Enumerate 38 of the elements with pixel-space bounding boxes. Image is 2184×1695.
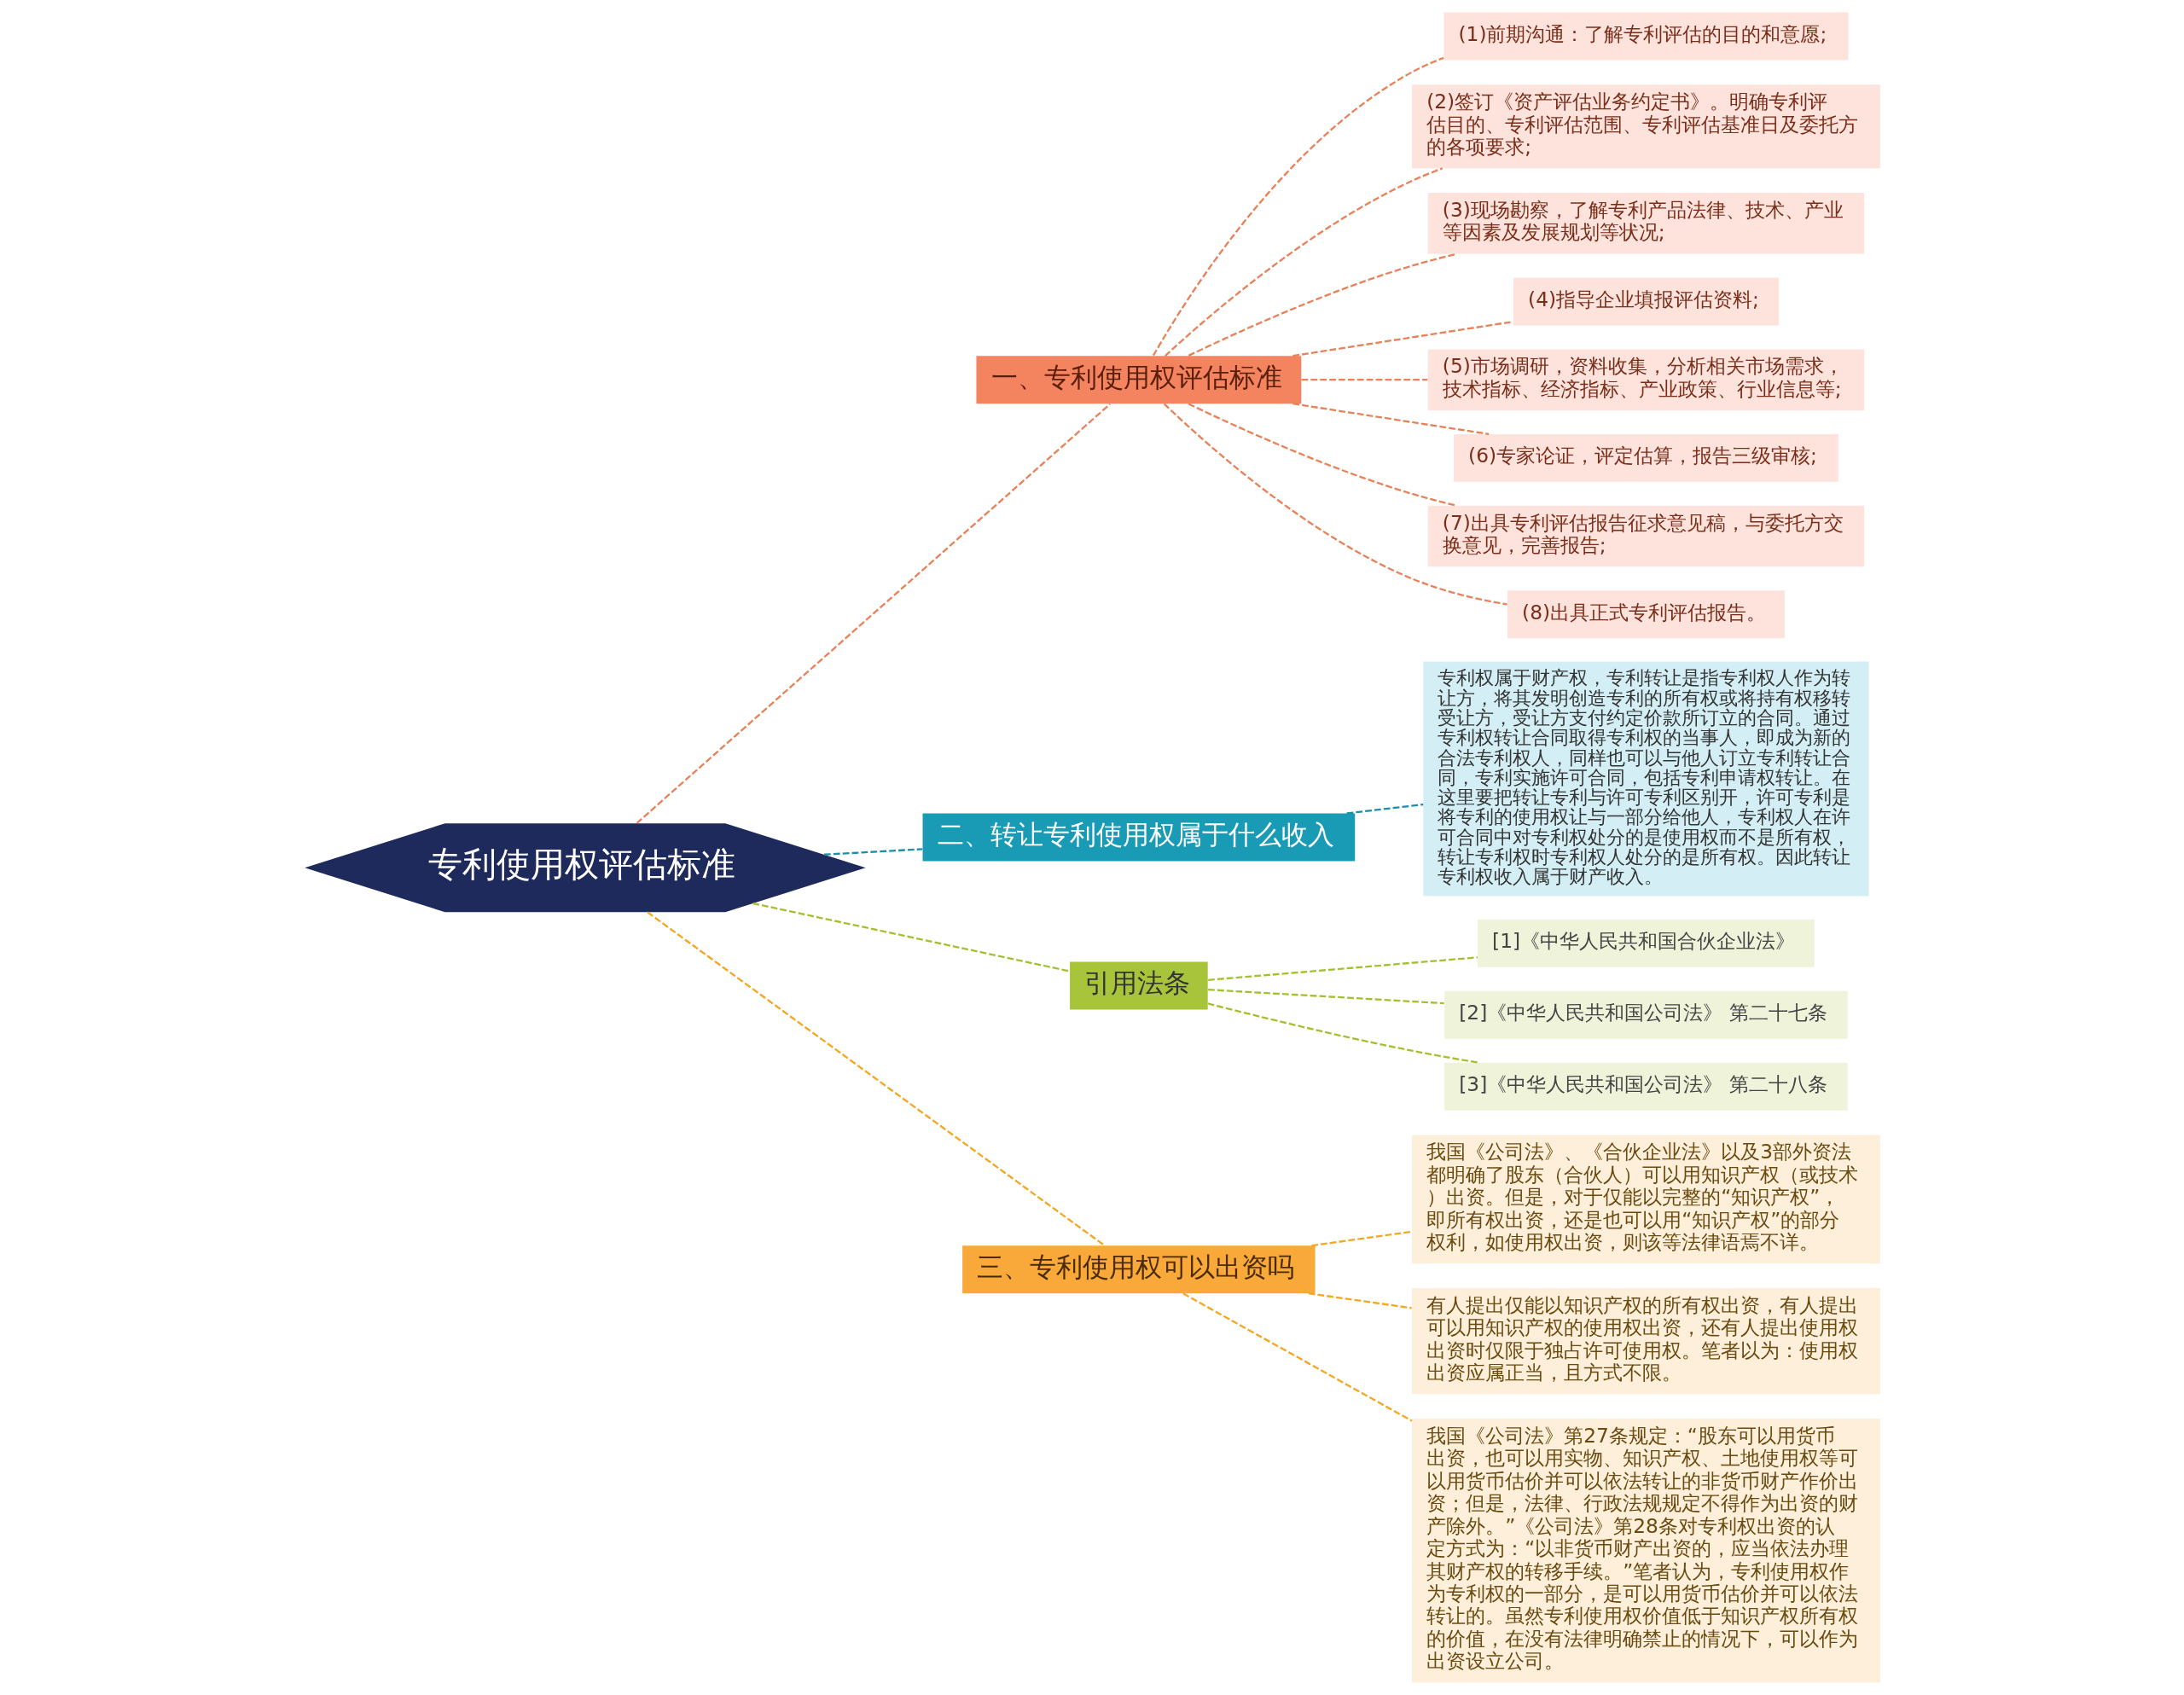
connector — [636, 403, 1111, 824]
connector — [823, 848, 922, 856]
node-box: [2]《中华人民共和国公司法》 第二十七条 — [1443, 990, 1848, 1039]
node-box: [3]《中华人民共和国公司法》 第二十八条 — [1443, 1062, 1848, 1111]
node-box: (6)专家论证，评定估算，报告三级审核; — [1453, 433, 1838, 482]
connector — [1308, 1292, 1412, 1309]
connector — [646, 911, 1105, 1246]
connector — [1207, 1002, 1478, 1064]
node-box: (3)现场勘察，了解专利产品法律、技术、产业等因素及发展规划等状况; — [1427, 193, 1864, 254]
node-box: (7)出具专利评估报告征求意见稿，与委托方交换意见，完善报告; — [1427, 505, 1864, 567]
connector — [1346, 803, 1423, 815]
node-box: (2)签订《资产评估业务约定书》。明确专利评估目的、专利评估范围、专利评估基准日及委托方的各项要求; — [1411, 84, 1880, 169]
connector — [752, 902, 1070, 972]
connector — [1152, 56, 1444, 357]
connector — [1292, 321, 1513, 357]
node-box: 有人提出仅能以知识产权的所有权出资，有人提出可以用知识产权的使用权出资，还有人提出使用权出资时仅限于独占许可使用权。笔者以为：使用权出资应属正当，且方式不限。 — [1411, 1287, 1880, 1395]
connector — [1164, 167, 1443, 357]
connector — [1182, 1292, 1413, 1422]
node-box: (1)前期沟通：了解专利评估的目的和意愿; — [1443, 12, 1848, 61]
node-box: 我国《公司法》第27条规定：“股东可以用货币出资，也可以用实物、知识产权、土地使用权等可以用货币估价并可以依法转让的非货币财产作价出资；但是，法律、行政法规规定不得作为出资的财产除外。”《公司法》第28条对专利权出资的认定方式为：“以非货币财产出资的，应当依法办理其财产权的转移手续。”笔者认为，专利使用权作为专利权的一部分，是可以用货币估价并可以依法转让的。虽然专利使用权价值低于知识产权所有权的价值，在没有法律明确禁止的情况下，可以作为出资设立公司。 — [1411, 1419, 1880, 1683]
connector — [1207, 956, 1478, 981]
node-box: (4)指导企业填报评估资料; — [1513, 277, 1779, 326]
connector — [1207, 989, 1444, 1005]
node-box: 三、专利使用权可以出资吗 — [961, 1245, 1316, 1294]
node-box: 专利权属于财产权，专利转让是指专利权人作为转让方，将其发明创造专利的所有权或将持有权移转受让方，受让方支付约定价款所订立的合同。通过专利权转让合同取得专利权的当事人，即成为新的合法专利权人，同样也可以与他人订立专利转让合同，专利实施许可合同，包括专利申请权转让。在这里要把转让专利与许可专利区别开，许可专利是将专利的使用权让与一部分给他人，专利权人在许可合同中对专利权处分的是使用权而不是所有权，转让专利权时专利权人处分的是所有权。因此转让专利权收入属于财产收入。 — [1422, 661, 1869, 897]
connector — [1188, 253, 1457, 357]
connector — [1310, 1230, 1412, 1247]
node-box: (8)出具正式专利评估报告。 — [1507, 590, 1785, 639]
node-box: (5)市场调研，资料收集，分析相关市场需求，技术指标、经济指标、产业政策、行业信息等; — [1427, 349, 1864, 410]
node-box: 我国《公司法》、《合伙企业法》以及3部外资法都明确了股东（合伙人）可以用知识产权（或技术）出资。但是，对于仅能以完整的“知识产权”，即所有权出资，还是也可以用“知识产权”的部分权利，如使用权出资，则该等法律语焉不详。 — [1411, 1135, 1880, 1264]
connector — [1292, 403, 1489, 435]
node-box: [1]《中华人民共和国合伙企业法》 — [1477, 919, 1815, 967]
node-box: 一、专利使用权评估标准 — [975, 356, 1301, 404]
node-box: 引用法条 — [1069, 961, 1208, 1010]
connector — [1188, 403, 1457, 507]
node-box: 二、转让专利使用权属于什么收入 — [922, 813, 1355, 862]
connector — [1163, 403, 1507, 606]
connector — [1301, 379, 1427, 381]
